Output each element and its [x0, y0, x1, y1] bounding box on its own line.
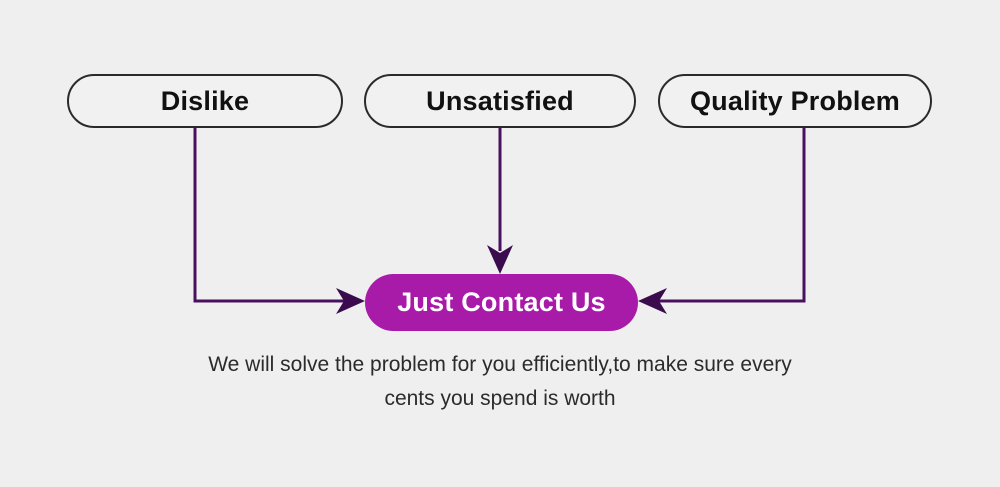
reason-label-unsatisfied: Unsatisfied — [426, 85, 574, 116]
just-contact-us-label: Just Contact Us — [397, 287, 606, 317]
arrow-right-to-cta — [638, 288, 667, 314]
caption-line-1: We will solve the problem for you effici… — [208, 353, 792, 376]
reason-box-quality-problem[interactable]: Quality Problem — [658, 74, 932, 128]
just-contact-us-button[interactable]: Just Contact Us — [365, 274, 638, 331]
reason-box-dislike[interactable]: Dislike — [67, 74, 343, 128]
caption-line-2: cents you spend is worth — [384, 387, 616, 410]
reason-label-dislike: Dislike — [160, 85, 250, 116]
arrow-down-to-cta — [487, 245, 513, 274]
reason-label-quality-problem: Quality Problem — [689, 85, 901, 116]
connector-quality-to-cta — [655, 128, 806, 303]
reason-box-unsatisfied[interactable]: Unsatisfied — [364, 74, 636, 128]
caption-text: We will solve the problem for you effici… — [0, 348, 1000, 416]
arrow-left-to-cta — [336, 288, 365, 314]
connector-dislike-to-cta — [193, 128, 348, 303]
